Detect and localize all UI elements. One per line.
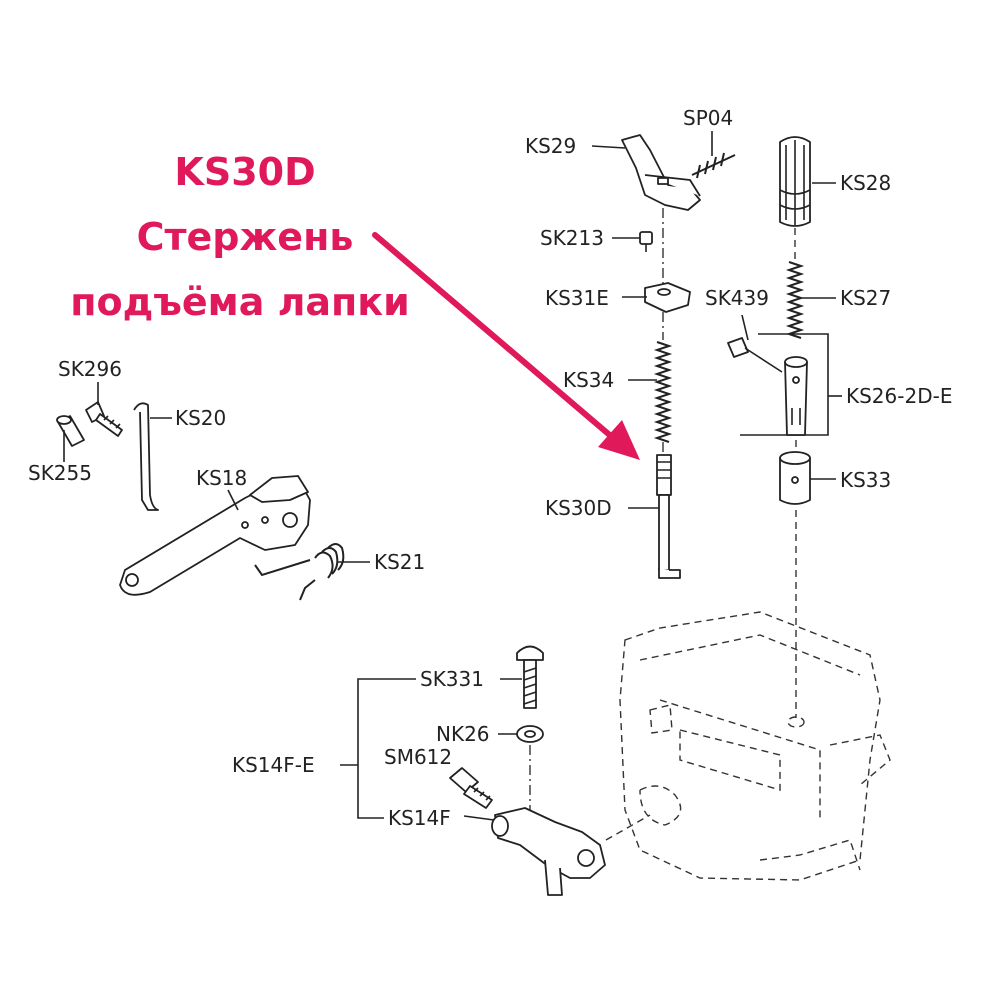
label-sk213: SK213 (540, 226, 604, 250)
ks14f-clamp-part (491, 807, 606, 896)
label-sp04: SP04 (683, 106, 733, 130)
ks27-spring-part (785, 261, 805, 339)
label-ks31e: KS31E (545, 286, 609, 310)
ks31e-block-part (644, 282, 691, 313)
highlight-line1: Стержень (137, 215, 354, 259)
sk213-screw-part (639, 231, 653, 252)
label-sk255: SK255 (28, 461, 92, 485)
ks33-bushing-part (779, 451, 811, 505)
sk331-screw-part (516, 645, 544, 709)
ks29-bracket-part (621, 134, 701, 211)
label-ks14f: KS14F (388, 806, 451, 830)
label-ks30d: KS30D (545, 496, 612, 520)
sp04-screw-part (691, 152, 736, 179)
label-nk26: NK26 (436, 722, 490, 746)
label-sk296: SK296 (58, 357, 122, 381)
ks20-wire-part (133, 402, 159, 511)
sk296-screw-part (85, 401, 123, 437)
label-sm612: SM612 (384, 745, 452, 769)
label-ks27: KS27 (840, 286, 891, 310)
ks30d-rod-part (656, 454, 681, 579)
label-sk439: SK439 (705, 286, 769, 310)
label-ks21: KS21 (374, 550, 425, 574)
ks28-knob-part (779, 136, 811, 227)
sm612-screw-part (449, 767, 493, 809)
label-sk331: SK331 (420, 667, 484, 691)
label-ks18: KS18 (196, 466, 247, 490)
nk26-nut-part (516, 725, 544, 743)
ks26-rod-part (784, 356, 808, 436)
label-ks33: KS33 (840, 468, 891, 492)
machine-head-outline (619, 611, 891, 881)
highlight-arrow (372, 232, 640, 460)
ks21-spring-part (254, 543, 345, 601)
label-ks14f-e: KS14F-E (232, 753, 315, 777)
sk255-screw-part (56, 415, 85, 447)
highlight-code: KS30D (174, 150, 315, 194)
label-ks29: KS29 (525, 134, 576, 158)
sk439-screw-part (727, 337, 783, 373)
label-ks28: KS28 (840, 171, 891, 195)
label-ks26-2d-e: KS26-2D-E (846, 384, 952, 408)
ks34-spring-part (653, 341, 673, 443)
ks18-lever-part (119, 475, 311, 596)
highlight-line2: подъёма лапки (70, 280, 409, 324)
label-ks34: KS34 (563, 368, 614, 392)
label-ks20: KS20 (175, 406, 226, 430)
